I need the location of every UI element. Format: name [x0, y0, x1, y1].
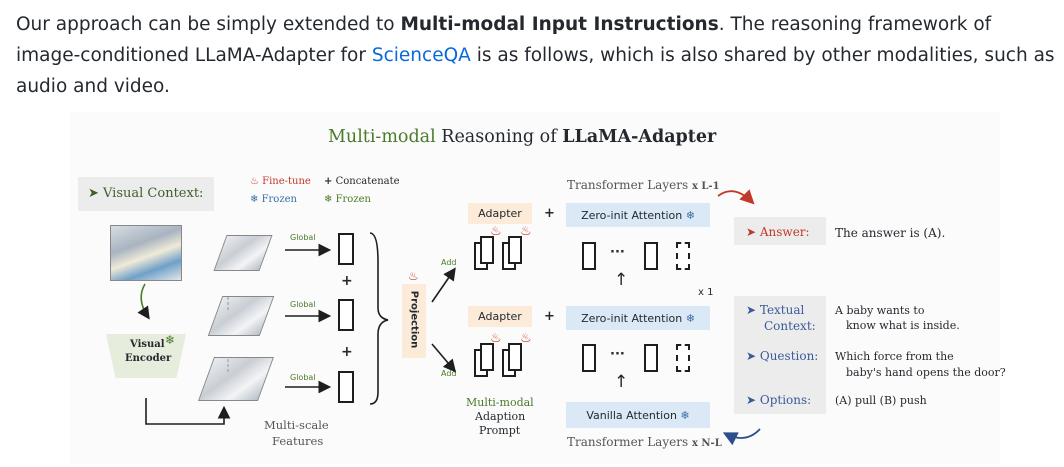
architecture-figure: Multi-modal Reasoning of LLaMA-Adapter ➤… — [70, 112, 1006, 464]
input-image — [110, 225, 182, 281]
para-text-1: Our approach can be simply extended to — [16, 14, 401, 35]
figure-title: Multi-modal Reasoning of LLaMA-Adapter — [328, 127, 716, 147]
token — [582, 242, 596, 270]
dashed-token — [676, 242, 690, 270]
transformer-bottom-label: Transformer Layers x N-L — [567, 435, 722, 449]
brace — [369, 232, 389, 405]
visual-encoder-label-2: Encoder — [125, 353, 172, 364]
question-text-2: baby's hand opens the door? — [846, 366, 1006, 379]
legend-frozen-b: ❄ Frozen — [324, 194, 371, 205]
adaption-label-1: Multi-modal — [466, 396, 534, 409]
multi-scale-label-2: Features — [272, 434, 324, 448]
plus-icon: + — [341, 344, 353, 360]
token — [582, 344, 596, 372]
ellipsis: ··· — [610, 245, 625, 260]
projection-box — [402, 284, 426, 358]
flame-icon: ♨ — [250, 176, 259, 187]
question-label: ➤ Question: — [746, 349, 819, 363]
feature-token-3 — [338, 371, 354, 403]
transformer-top-label: Transformer Layers x L-1 — [567, 178, 720, 192]
para-bold: Multi-modal Input Instructions — [400, 14, 719, 35]
arrow-encoder-to-features — [145, 398, 231, 425]
arrow-icon: ↑ — [614, 270, 629, 290]
global-label-1: Global — [290, 233, 316, 242]
arrow-projection-up — [431, 267, 456, 303]
para-text-2: . The reasoning framework of image-condi… — [16, 14, 992, 66]
adaption-label-2: Adaption — [475, 410, 526, 423]
global-label-3: Global — [290, 373, 316, 382]
snowflake-icon: ❄ — [324, 194, 333, 205]
dashed-token — [676, 344, 690, 372]
feature-token-2 — [338, 299, 354, 331]
snowflake-icon: ❄ — [685, 208, 695, 222]
repeat-x1: x 1 — [698, 287, 714, 298]
multi-scale-label-1: Multi-scale — [264, 418, 329, 432]
answer-label: ➤ Answer: — [746, 225, 810, 239]
title-middle: Reasoning of — [435, 127, 563, 147]
title-green: Multi-modal — [328, 127, 436, 147]
plus-icon: + — [544, 206, 555, 221]
flame-icon: ♨ — [408, 269, 419, 283]
plus-icon: + — [324, 176, 333, 187]
token — [644, 242, 658, 270]
plus-icon: + — [544, 309, 555, 324]
textual-label-1: ➤ Textual — [746, 303, 805, 317]
token — [644, 344, 658, 372]
zero-init-attention-top: Zero-init Attention ❄ — [566, 203, 710, 227]
snowflake-icon: ❄ — [685, 311, 695, 325]
vanilla-attention: Vanilla Attention ❄ — [566, 402, 710, 428]
answer-label-box — [734, 217, 826, 245]
scienceqa-link[interactable]: ScienceQA — [371, 45, 471, 66]
intro-paragraph: Our approach can be simply extended to M… — [16, 9, 1056, 102]
legend-concatenate: + Concatenate — [324, 176, 400, 187]
visual-context-box — [78, 177, 214, 211]
options-text: (A) pull (B) push — [835, 394, 927, 407]
prompt-token — [508, 236, 522, 264]
global-label-2: Global — [290, 300, 316, 309]
zero-init-attention-bottom: Zero-init Attention ❄ — [566, 306, 710, 330]
prompt-token — [480, 343, 494, 371]
snowflake-icon: ❄ — [165, 333, 176, 347]
connector-lines — [137, 189, 761, 446]
options-label: ➤ Options: — [746, 393, 812, 407]
add-label-bottom: Add — [441, 369, 457, 378]
para-text-3: is as follows, which is also shared by o… — [16, 45, 1055, 97]
arrow-from-inputs — [722, 428, 761, 446]
visual-context-label: ➤ Visual Context: — [88, 186, 204, 201]
arrow-projection-down — [431, 343, 457, 373]
question-text-1: Which force from the — [835, 350, 954, 363]
prompt-token — [508, 343, 522, 371]
adapter-box-top: Adapter — [468, 203, 532, 224]
answer-text: The answer is (A). — [835, 226, 946, 240]
visual-encoder-label-1: Visual — [130, 339, 165, 350]
legend-frozen-a: ❄ Frozen — [250, 194, 297, 205]
textual-label-2: Context: — [764, 319, 816, 333]
arrow-to-answer — [717, 189, 755, 205]
adaption-label-3: Prompt — [479, 424, 521, 437]
legend-fine-tune: ♨ Fine-tune — [250, 176, 311, 187]
prompt-token — [480, 236, 494, 264]
arrow-image-to-encoder — [137, 283, 150, 320]
feature-token-1 — [338, 233, 354, 265]
add-label-top: Add — [441, 258, 457, 267]
plus-icon: + — [341, 273, 353, 289]
textual-text-2: know what is inside. — [846, 319, 960, 332]
snowflake-icon: ❄ — [680, 408, 690, 422]
flame-icon: ♨ — [520, 331, 532, 346]
adapter-box-bottom: Adapter — [468, 306, 532, 327]
title-bold: LLaMA-Adapter — [562, 127, 717, 147]
visual-encoder-box — [106, 334, 186, 378]
input-label-box — [734, 296, 826, 414]
ellipsis: ··· — [610, 347, 625, 362]
flame-icon: ♨ — [490, 331, 502, 346]
textual-text-1: A baby wants to — [835, 304, 925, 317]
arrow-icon: ↑ — [614, 372, 629, 392]
flame-icon: ♨ — [490, 224, 502, 239]
snowflake-icon: ❄ — [250, 194, 259, 205]
flame-icon: ♨ — [520, 224, 532, 239]
